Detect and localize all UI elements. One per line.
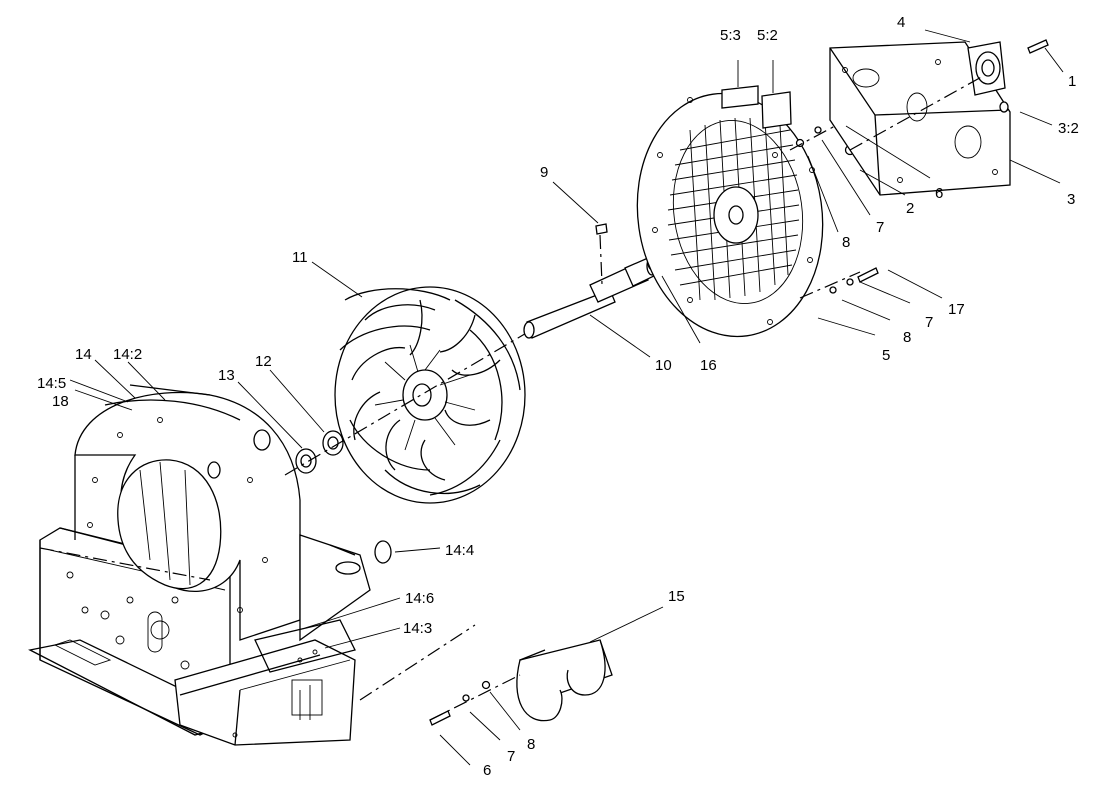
callout-7-top: 7 [876,219,884,236]
callout-14-6: 14:6 [405,590,434,607]
callout-12: 12 [255,353,272,370]
callout-14-2: 14:2 [113,346,142,363]
callout-2: 2 [906,200,914,217]
callout-6-top: 6 [935,185,943,202]
deflector [429,639,613,726]
blower-housing [28,384,476,746]
callout-6-bottom: 6 [483,762,491,779]
callout-14: 14 [75,346,92,363]
callout-8-top: 8 [842,234,850,251]
callout-4: 4 [897,14,905,31]
callout-7-mid: 7 [925,314,933,331]
callout-labels: 1 2 3 3:2 4 5 5:2 5:3 6 6 7 7 7 8 8 8 9 … [37,14,1079,779]
callout-14-3: 14:3 [403,620,432,637]
callout-1: 1 [1068,73,1076,90]
callout-8-bottom: 8 [527,736,535,753]
leader-lines [69,29,1064,766]
callout-18: 18 [52,393,69,410]
callout-9: 9 [540,164,548,181]
bearing-plate [829,39,1049,196]
callout-14-5: 14:5 [37,375,66,392]
callout-3-2: 3:2 [1058,120,1079,137]
hub-parts [284,324,541,564]
callout-14-4: 14:4 [445,542,474,559]
callout-10: 10 [655,357,672,374]
callout-5: 5 [882,347,890,364]
callout-13: 13 [218,367,235,384]
callout-15: 15 [668,588,685,605]
callout-5-2: 5:2 [757,27,778,44]
callout-11: 11 [292,249,308,266]
impeller [334,286,526,504]
callout-5-3: 5:3 [720,27,741,44]
callout-16: 16 [700,357,717,374]
shaft [523,209,761,339]
callout-8-mid: 8 [903,329,911,346]
callout-7-bottom: 7 [507,748,515,765]
callout-3: 3 [1067,191,1075,208]
callout-17: 17 [948,301,965,318]
